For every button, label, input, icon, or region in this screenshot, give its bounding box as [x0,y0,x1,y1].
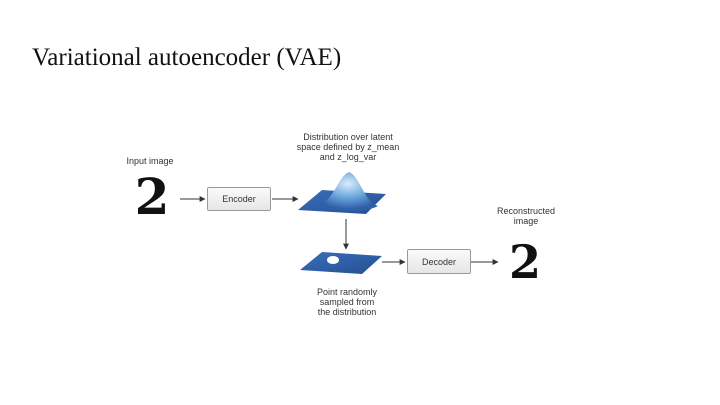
sample-plane [300,252,382,274]
input-image-label: Input image [126,156,174,166]
sampled-point [327,256,339,264]
sample-label: Point randomly sampled from the distribu… [316,287,378,317]
latent-distribution-plot [298,172,386,214]
reconstructed-digit-image: 2 [509,235,541,289]
slide-title: Variational autoencoder (VAE) [32,44,342,71]
sampled-point-plot [300,252,382,274]
encoder-box: Encoder [207,187,271,211]
distribution-label: Distribution over latent space defined b… [296,132,400,162]
decoder-box: Decoder [407,249,471,274]
distribution-peak [318,172,378,212]
reconstructed-image-label: Reconstructed image [496,206,556,226]
input-digit-image: 2 [135,167,170,226]
